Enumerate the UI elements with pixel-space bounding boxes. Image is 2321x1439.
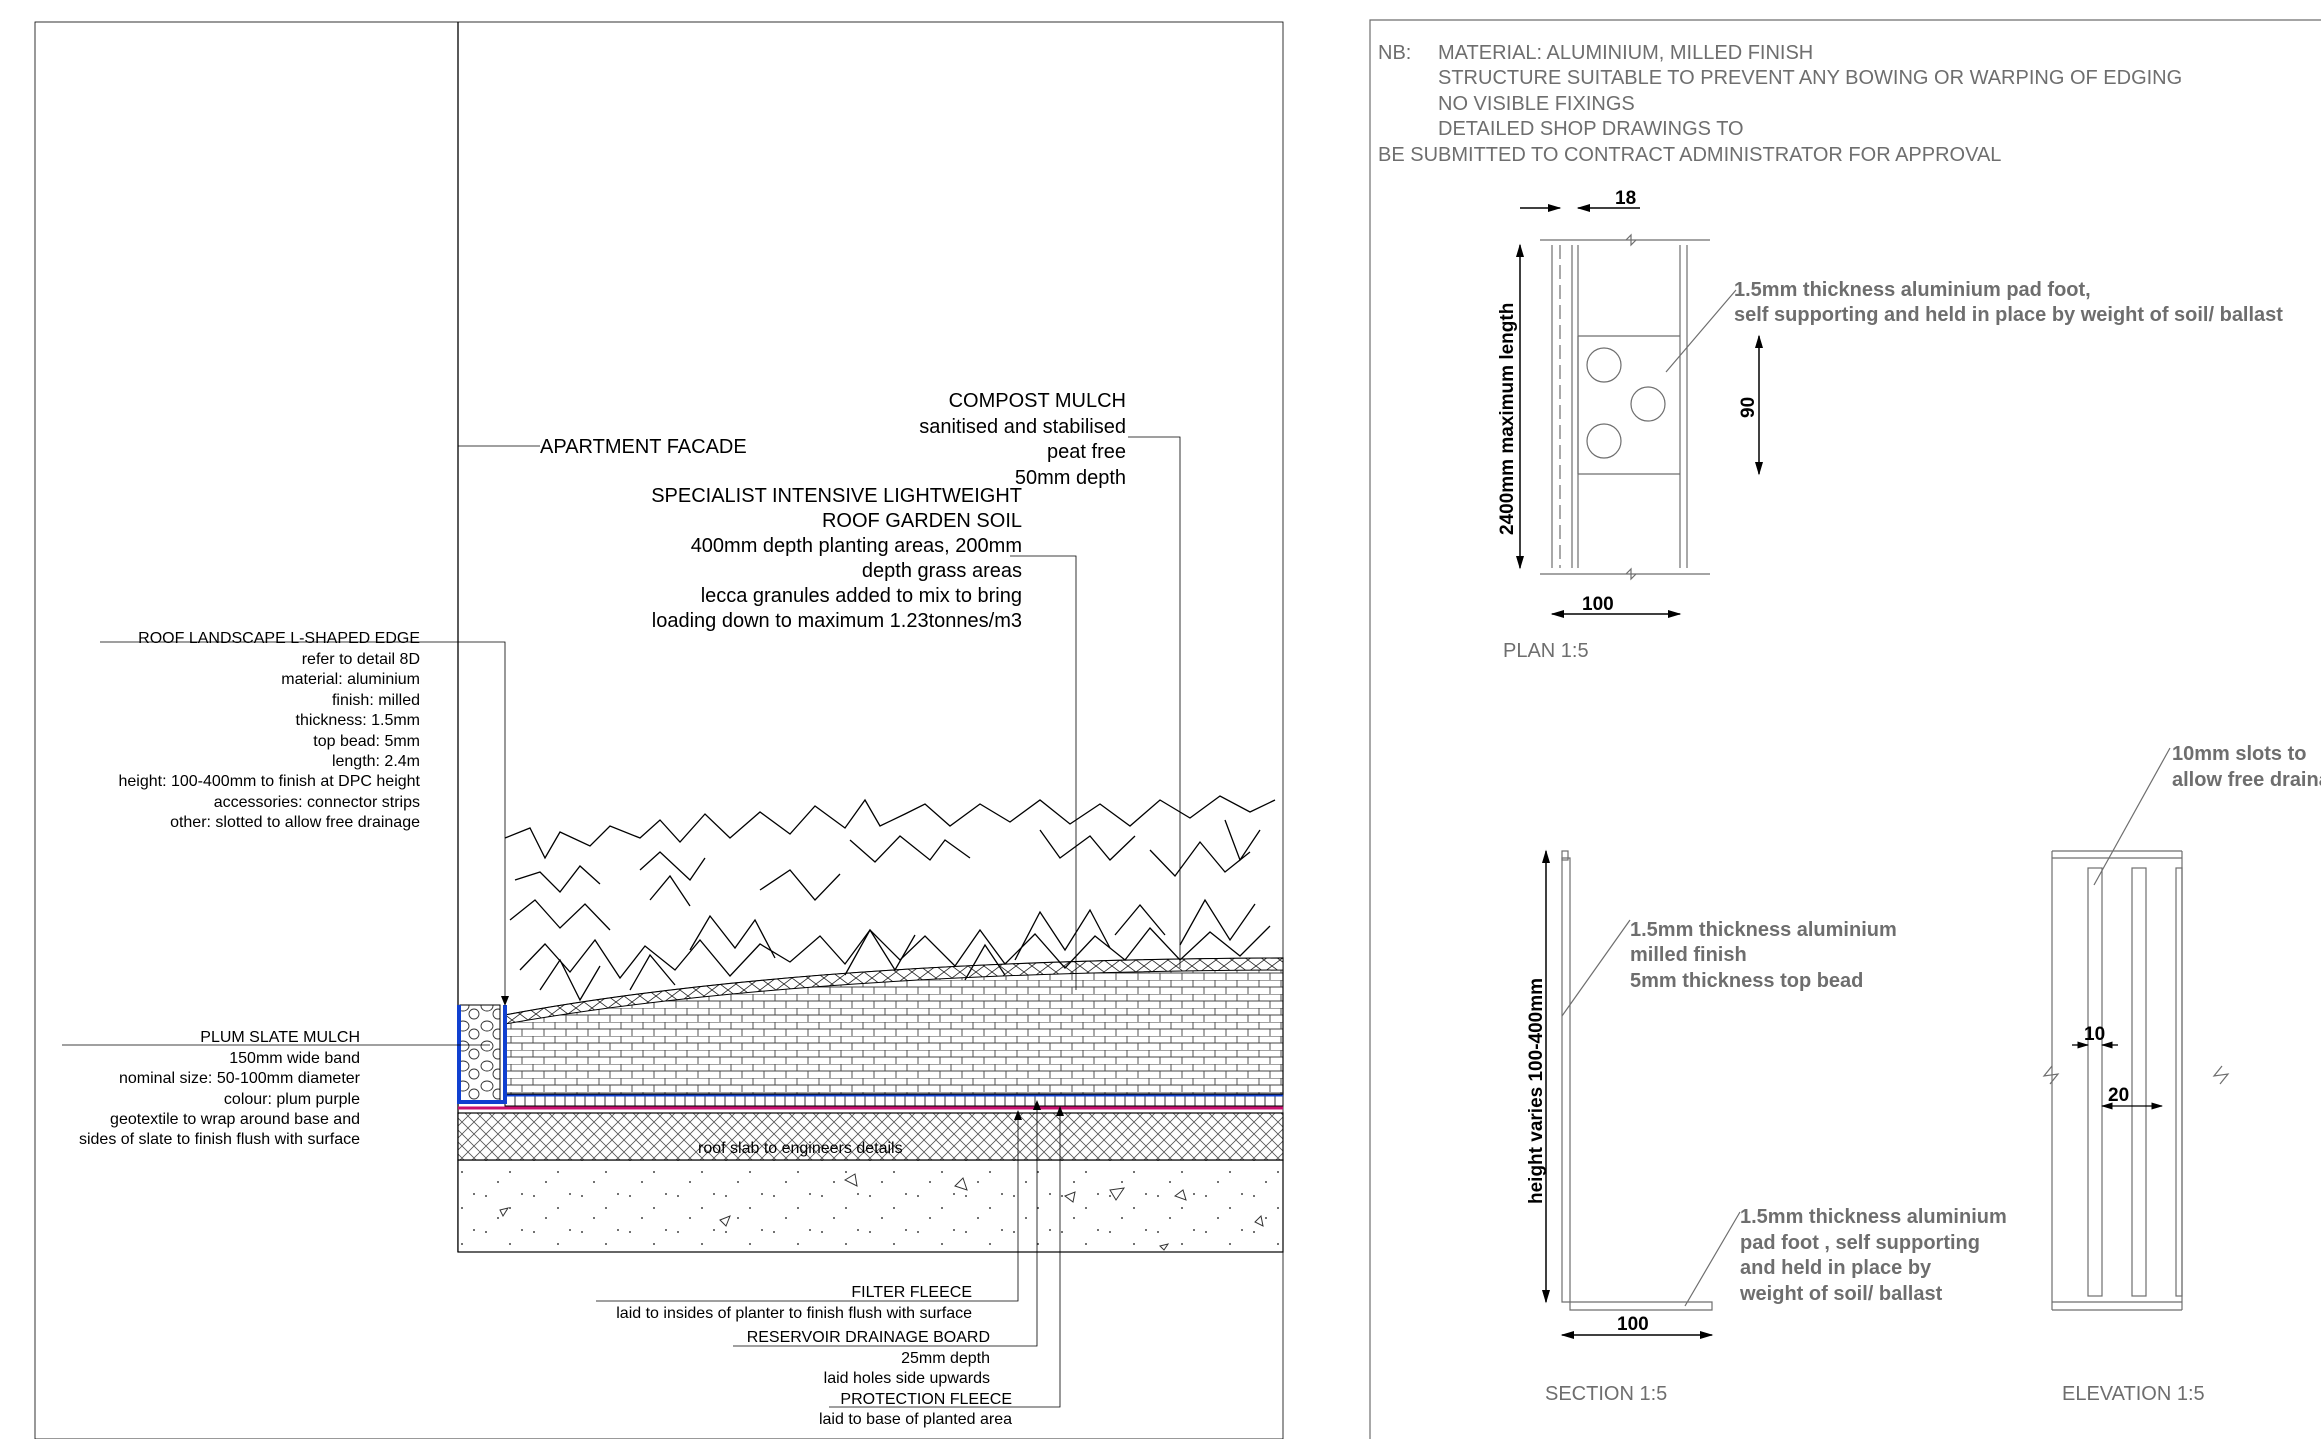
edge-note: ROOF LANDSCAPE L-SHAPED EDGE refer to de… [119, 630, 421, 831]
edge-line: refer to detail 8D [302, 651, 420, 668]
roof-slab [457, 1112, 1284, 1161]
elevation-slot [2131, 867, 2147, 1297]
notes-line: DETAILED SHOP DRAWINGS TO [1438, 118, 1744, 140]
elevation-slot [2087, 867, 2103, 1297]
edge-line: other: slotted to allow free drainage [170, 814, 420, 831]
section-view: height varies 100-400mm 100 1.5mm thickn… [1526, 849, 2007, 1405]
filter-fleece-note: FILTER FLEECE laid to insides of planter… [616, 1284, 972, 1322]
section-callout-top: 1.5mm thickness aluminium [1630, 919, 1897, 941]
slate-title: PLUM SLATE MULCH [200, 1029, 360, 1046]
edging-detail-panel: NB: MATERIAL: ALUMINIUM, MILLED FINISH S… [1369, 19, 2321, 1439]
compost-title: COMPOST MULCH [949, 390, 1126, 412]
reservoir-line: laid holes side upwards [824, 1370, 990, 1387]
plan-callout-line: self supporting and held in place by wei… [1734, 304, 2283, 326]
soil-title: ROOF GARDEN SOIL [822, 510, 1022, 532]
filter-title: FILTER FLEECE [851, 1284, 972, 1301]
compost-line: sanitised and stabilised [919, 416, 1126, 438]
right-panel-frame [1369, 19, 2321, 1439]
slate-line: nominal size: 50-100mm diameter [119, 1070, 361, 1087]
elevation-title: ELEVATION 1:5 [2062, 1383, 2205, 1405]
section-edge-profile [1561, 857, 1713, 1311]
soil-line: loading down to maximum 1.23tonnes/m3 [652, 610, 1022, 632]
roof-slab-label: roof slab to engineers details [698, 1140, 903, 1157]
edge-line: top bead: 5mm [313, 733, 420, 750]
facade-label: APARTMENT FACADE [540, 436, 747, 458]
notes-line: STRUCTURE SUITABLE TO PREVENT ANY BOWING… [1438, 67, 2182, 89]
section-detail-panel: roof slab to engineers details [34, 21, 1284, 1439]
filter-line: laid to insides of planter to finish flu… [616, 1305, 972, 1322]
edge-title: ROOF LANDSCAPE L-SHAPED EDGE [138, 630, 420, 647]
aluminium-edge [457, 1005, 507, 1104]
section-callout-bottom: 1.5mm thickness aluminium [1740, 1206, 2007, 1228]
compost-line: peat free [1047, 441, 1126, 463]
compost-mulch-note: COMPOST MULCH sanitised and stabilised p… [919, 390, 1126, 489]
edge-line: finish: milled [332, 692, 420, 709]
reservoir-note: RESERVOIR DRAINAGE BOARD 25mm depth laid… [747, 1329, 990, 1387]
plan-dim-top: 18 [1615, 188, 1636, 209]
section-callout-bottom: weight of soil/ ballast [1739, 1283, 1943, 1305]
edge-line: height: 100-400mm to finish at DPC heigh… [119, 773, 421, 790]
slate-line: sides of slate to finish flush with surf… [79, 1131, 360, 1148]
leader-lines [62, 436, 1181, 1408]
planting-sketch [504, 795, 1276, 1002]
elevation-view: 10 20 10mm slots to allow free drainage … [2042, 743, 2321, 1405]
plan-slot [1586, 347, 1622, 383]
elevation-dim-slot: 10 [2084, 1024, 2105, 1045]
leader-arrowheads [501, 996, 1064, 1120]
slate-line: 150mm wide band [229, 1050, 360, 1067]
section-callout-bottom: pad foot , self supporting [1740, 1232, 1980, 1254]
edge-line: length: 2.4m [332, 753, 420, 770]
elevation-dim-spacing: 20 [2108, 1085, 2129, 1106]
notes-line: NO VISIBLE FIXINGS [1438, 93, 1635, 115]
protection-fleece-note: PROTECTION FLEECE laid to base of plante… [819, 1391, 1012, 1428]
compost-mulch-layer [504, 957, 1284, 1025]
edge-line: material: aluminium [281, 671, 420, 688]
plan-title: PLAN 1:5 [1503, 640, 1589, 662]
notes-block: NB: MATERIAL: ALUMINIUM, MILLED FINISH S… [1378, 42, 2182, 166]
compost-line: 50mm depth [1015, 467, 1126, 489]
plan-dim-bottom: 100 [1582, 594, 1614, 615]
reservoir-title: RESERVOIR DRAINAGE BOARD [747, 1329, 990, 1346]
elevation-callout: allow free drainage [2172, 769, 2321, 791]
plan-view: 18 2400mm maximum length 100 90 1.5mm th… [1497, 188, 2283, 662]
section-title: SECTION 1:5 [1545, 1383, 1667, 1405]
section-callout-top: milled finish [1630, 944, 1747, 966]
protection-title: PROTECTION FLEECE [840, 1391, 1012, 1408]
slate-line: colour: plum purple [224, 1091, 360, 1108]
elevation-slot [2175, 867, 2183, 1297]
section-dim-side: height varies 100-400mm [1526, 978, 1547, 1204]
section-dim-bottom: 100 [1617, 1314, 1649, 1335]
plan-dim-right: 90 [1738, 397, 1759, 418]
soil-title: SPECIALIST INTENSIVE LIGHTWEIGHT [651, 485, 1022, 507]
left-panel-frame [34, 21, 1284, 1439]
slate-line: geotextile to wrap around base and [110, 1111, 360, 1128]
plan-callout-line: 1.5mm thickness aluminium pad foot, [1734, 279, 2091, 301]
section-callout-bottom: and held in place by [1740, 1257, 1932, 1279]
slate-note: PLUM SLATE MULCH 150mm wide band nominal… [79, 1029, 361, 1148]
elevation-callout: 10mm slots to [2172, 743, 2306, 765]
concrete-base [457, 1159, 1284, 1253]
plan-slot [1586, 423, 1622, 459]
plan-dim-side: 2400mm maximum length [1497, 303, 1518, 535]
notes-last-line: BE SUBMITTED TO CONTRACT ADMINISTRATOR F… [1378, 144, 2001, 166]
edge-line: accessories: connector strips [214, 794, 420, 811]
reservoir-line: 25mm depth [901, 1350, 990, 1367]
soil-line: depth grass areas [862, 560, 1022, 582]
soil-line: 400mm depth planting areas, 200mm [691, 535, 1022, 557]
notes-prefix: NB: [1378, 42, 1411, 64]
edge-line: thickness: 1.5mm [296, 712, 420, 729]
plan-slot [1630, 386, 1666, 422]
section-callout-top: 5mm thickness top bead [1630, 970, 1863, 992]
notes-line: MATERIAL: ALUMINIUM, MILLED FINISH [1438, 42, 1813, 64]
plum-slate-mulch [459, 1004, 501, 1103]
soil-line: lecca granules added to mix to bring [701, 585, 1022, 607]
aggregate-marks [499, 1173, 1264, 1251]
soil-note: SPECIALIST INTENSIVE LIGHTWEIGHT ROOF GA… [651, 485, 1022, 632]
protection-line: laid to base of planted area [819, 1411, 1012, 1428]
